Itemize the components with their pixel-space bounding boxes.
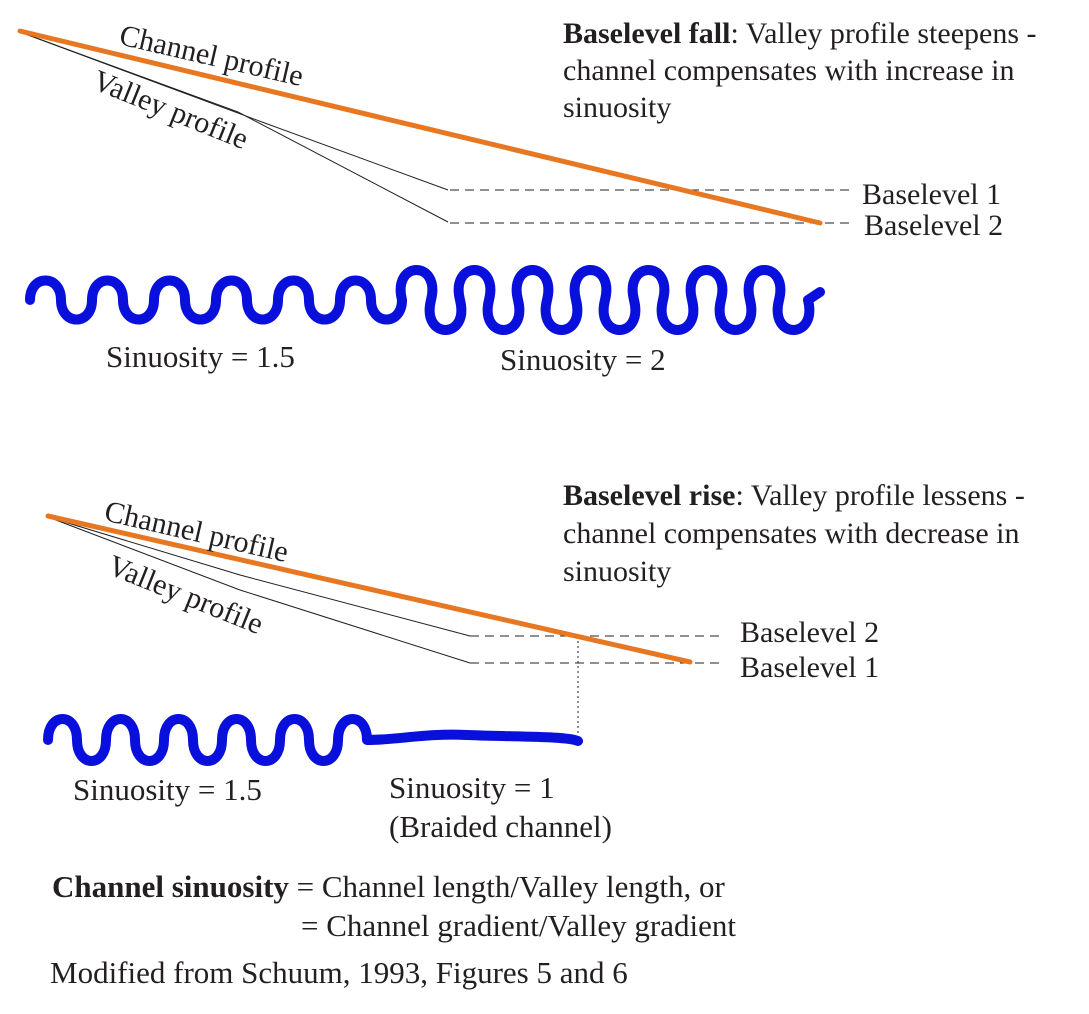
fall-heading-line2: channel compensates with increase in — [563, 54, 1015, 87]
fall-sinuosity-left-label: Sinuosity = 1.5 — [106, 339, 295, 374]
source-note: Modified from Schuum, 1993, Figures 5 an… — [50, 955, 628, 990]
rise-heading-line2: channel compensates with decrease in — [563, 517, 1019, 550]
fall-sinuosity-right-label: Sinuosity = 2 — [500, 342, 666, 377]
rise-heading-line1: Baselevel rise: Valley profile lessens - — [563, 479, 1025, 512]
rise-valley-profile-line-2 — [47, 516, 471, 664]
rise-baselevel-upper-label: Baselevel 2 — [740, 616, 879, 649]
fall-channel-profile-line — [17, 28, 823, 226]
rise-sinuosity-right-label-line2: (Braided channel) — [389, 809, 612, 844]
baselevel-fall-panel: Baselevel fall: Valley profile steepens … — [17, 17, 1037, 377]
fall-valley-profile-line-2 — [19, 31, 449, 223]
definition-term: Channel sinuosity — [52, 869, 289, 904]
rise-heading-line3: sinuosity — [563, 555, 671, 588]
fall-meandering-channel — [25, 265, 825, 335]
rise-sinuosity-left-label: Sinuosity = 1.5 — [73, 772, 262, 807]
definition-line1-rest: = Channel length/Valley length, or — [289, 869, 726, 904]
definition-line2: = Channel gradient/Valley gradient — [301, 908, 736, 943]
rise-heading-bold: Baselevel rise — [563, 479, 735, 512]
fall-heading-rest: : Valley profile steepens - — [730, 17, 1036, 50]
fall-baselevel-upper-label: Baselevel 1 — [862, 178, 1001, 211]
rise-heading-rest: : Valley profile lessens - — [735, 479, 1024, 512]
fall-baselevel-lower-label: Baselevel 2 — [864, 209, 1003, 242]
rise-sinuosity-right-label-line1: Sinuosity = 1 — [389, 770, 555, 805]
fall-heading-line1: Baselevel fall: Valley profile steepens … — [563, 17, 1037, 50]
definition-block: Channel sinuosity = Channel length/Valle… — [50, 869, 736, 990]
fall-heading-bold: Baselevel fall — [563, 17, 730, 50]
rise-channel-meander-to-braided — [43, 714, 583, 766]
rise-valley-profile-line-1 — [47, 516, 471, 637]
rise-channel-profile-line — [45, 513, 693, 665]
definition-line1: Channel sinuosity = Channel length/Valle… — [52, 869, 725, 904]
rise-baselevel-lower-label: Baselevel 1 — [740, 651, 879, 684]
baselevel-rise-panel: Baselevel rise: Valley profile lessens -… — [43, 479, 1025, 844]
fall-heading-line3: sinuosity — [563, 91, 671, 124]
